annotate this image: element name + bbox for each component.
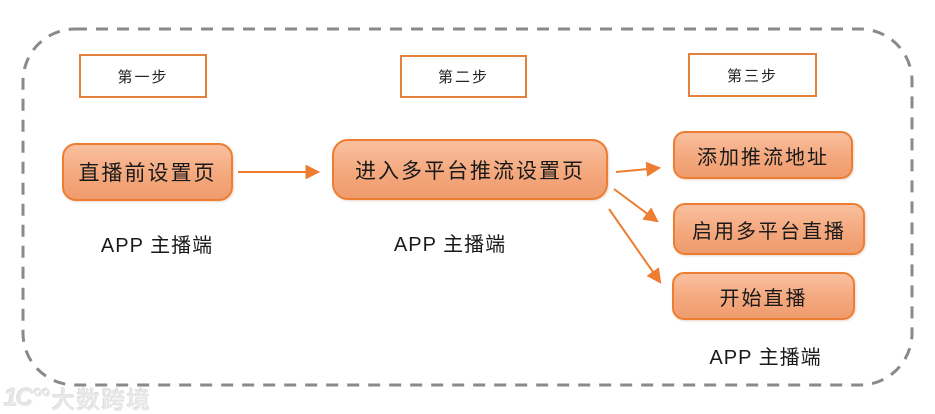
node-add-push-address: 添加推流地址 xyxy=(673,131,853,179)
arrow-step2-to-start-live xyxy=(608,208,662,284)
node-pre-live-setup-page: 直播前设置页 xyxy=(62,143,233,201)
step-1-label-box: 第一步 xyxy=(79,54,207,98)
caption-app-anchor-side-3: APP 主播端 xyxy=(709,347,822,369)
step-2-label: 第二步 xyxy=(437,69,489,86)
node-enable-multiplatform-live: 启用多平台直播 xyxy=(673,203,865,255)
node-enter-multiplatform-push-settings-label: 进入多平台推流设置页 xyxy=(355,159,585,183)
watermark: 1C°° 大数跨境 xyxy=(4,381,152,414)
node-start-live-label: 开始直播 xyxy=(719,287,808,310)
caption-app-anchor-side-2: APP 主播端 xyxy=(393,234,507,256)
node-start-live: 开始直播 xyxy=(672,272,855,320)
arrow-step2-to-enable-multiplatform xyxy=(613,188,659,223)
node-enter-multiplatform-push-settings: 进入多平台推流设置页 xyxy=(332,139,608,200)
node-pre-live-setup-page-label: 直播前设置页 xyxy=(78,162,217,185)
step-3-label: 第三步 xyxy=(726,67,778,85)
caption-app-anchor-side-1: APP 主播端 xyxy=(100,235,214,257)
watermark-text: 大数跨境 xyxy=(51,387,152,413)
watermark-logo-icon: 1C°° xyxy=(4,383,50,412)
node-add-push-address-label: 添加推流地址 xyxy=(697,146,829,169)
step-3-label-box: 第三步 xyxy=(688,53,817,97)
node-enable-multiplatform-live-label: 启用多平台直播 xyxy=(692,220,846,243)
step-2-label-box: 第二步 xyxy=(400,55,527,98)
step-1-label: 第一步 xyxy=(117,68,169,86)
arrow-step2-to-add-address xyxy=(615,161,662,177)
